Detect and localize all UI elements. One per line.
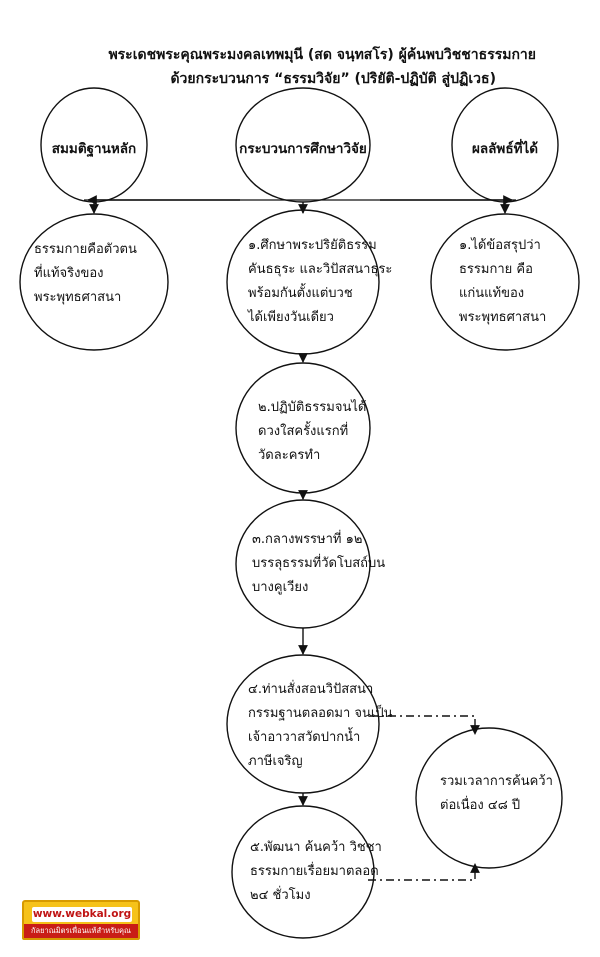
node-hypothesis-text: ธรรมกายคือตัวตน ที่แท้จริงของ พระพุทธศาส… [34,238,137,310]
node-step5-line: ๒๔ ชั่วโมง [250,888,311,903]
node-ellipse-step5 [231,805,375,939]
node-ellipse-hypothesis [19,213,169,351]
header-center-label: กระบวนการศึกษาวิจัย [239,141,367,157]
node-step4-line: กรรมฐานตลอดมา จนเป็น [248,706,393,721]
webkal-logo[interactable]: www.webkal.org กัลยาณมิตรเพื่อนแท้สำหรับ… [22,900,140,940]
node-step1-line: ๑.ศึกษาพระปริยัติธรรม [248,238,377,253]
diagram-title-line2: ด้วยกระบวนการ “ธรรมวิจัย” (ปริยัติ-ปฏิบั… [170,71,496,87]
node-step1-line: ได้เพียงวันเดียว [248,310,334,325]
node-result-text: ๑.ได้ข้อสรุปว่า ธรรมกาย คือ แก่นแท้ของ พ… [459,234,546,330]
node-step4-text: ๔.ท่านสั่งสอนวิปัสสนา กรรมฐานตลอดมา จนเป… [248,678,393,774]
node-result-line: แก่นแท้ของ [459,286,525,301]
node-step4-line: ๔.ท่านสั่งสอนวิปัสสนา [248,682,374,697]
node-result-line: พระพุทธศาสนา [459,310,547,325]
node-ellipse-total [415,727,563,869]
node-step2-line: ๒.ปฏิบัติธรรมจนได้ [258,400,367,415]
header-right-label: ผลลัพธ์ที่ได้ [471,141,539,157]
node-step4-line: ภาษีเจริญ [248,754,303,769]
node-step3-line: ๓.กลางพรรษาที่ ๑๒ [252,532,363,547]
node-step3-line: บรรลุธรรมที่วัดโบสถ์บน [252,556,386,571]
node-step3-text: ๓.กลางพรรษาที่ ๑๒ บรรลุธรรมที่วัดโบสถ์บน… [252,528,385,600]
node-step1-text: ๑.ศึกษาพระปริยัติธรรม คันธธุระ และวิปัสส… [248,234,392,330]
node-hypothesis-line: ที่แท้จริงของ [34,266,104,281]
diagram-title-line1: พระเดชพระคุณพระมงคลเทพมุนี (สด จนฺทสโร) … [108,47,536,63]
node-step3-line: บางคูเวียง [252,580,309,595]
node-hypothesis-line: พระพุทธศาสนา [34,290,122,305]
node-step2-line: วัดละครทำ [258,448,321,463]
node-ellipse-result [430,213,580,351]
dashdot-step5-total [368,863,480,881]
node-step4-line: เจ้าอาวาสวัดปากน้ำ [248,730,361,745]
node-total-line: ต่อเนื่อง ๔๘ ปี [440,798,521,813]
node-step5-text: ๕.พัฒนา ค้นคว้า วิชชา ธรรมกายเรื่อยมาตลอ… [250,836,382,908]
node-hypothesis-line: ธรรมกายคือตัวตน [34,242,137,257]
logo-tagline-text: กัลยาณมิตรเพื่อนแท้สำหรับคุณ [24,924,138,938]
logo-site-text: www.webkal.org [32,907,132,922]
node-total-text: รวมเวลาการค้นคว้า ต่อเนื่อง ๔๘ ปี [440,770,553,818]
node-step5-line: ธรรมกายเรื่อยมาตลอด [250,864,379,879]
node-step1-line: พร้อมกันตั้งแต่บวช [248,286,353,301]
node-result-line: ๑.ได้ข้อสรุปว่า [459,238,541,253]
header-left-label: สมมติฐานหลัก [51,141,137,157]
node-step1-line: คันธธุระ และวิปัสสนาธุระ [248,262,393,277]
node-total-line: รวมเวลาการค้นคว้า [440,774,553,789]
node-step5-line: ๕.พัฒนา ค้นคว้า วิชชา [250,840,382,855]
node-step2-text: ๒.ปฏิบัติธรรมจนได้ ดวงใสครั้งแรกที่ วัดล… [258,396,366,468]
node-step2-line: ดวงใสครั้งแรกที่ [258,424,349,439]
node-result-line: ธรรมกาย คือ [459,262,533,277]
